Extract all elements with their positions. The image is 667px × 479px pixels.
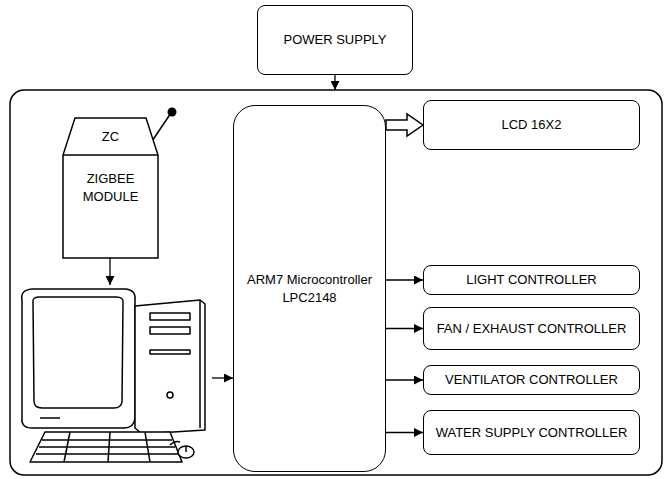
box-label: LCD 16X2 — [502, 116, 562, 134]
control-arrow — [386, 379, 423, 380]
control-arrow — [386, 328, 423, 329]
box-label: VENTILATOR CONTROLLER — [445, 371, 618, 389]
controller-box: VENTILATOR CONTROLLER — [423, 365, 640, 395]
system-enclosure — [10, 90, 662, 475]
power-supply-box: POWER SUPPLY — [257, 5, 413, 75]
box-label: FAN / EXHAUST CONTROLLER — [437, 320, 627, 338]
controller-box: LIGHT CONTROLLER — [423, 265, 640, 295]
microcontroller-box: ARM7 Microcontroller LPC2148 — [233, 105, 386, 472]
computer-illustration — [22, 289, 205, 462]
box-label: POWER SUPPLY — [283, 31, 386, 49]
controller-box: FAN / EXHAUST CONTROLLER — [423, 307, 640, 350]
zigbee-to-pc-arrow — [109, 258, 110, 285]
power-arrow — [334, 75, 335, 90]
lcd-box: LCD 16X2 — [423, 100, 640, 150]
box-label: WATER SUPPLY CONTROLLER — [436, 424, 628, 442]
box-label: ARM7 Microcontroller LPC2148 — [240, 271, 379, 306]
module-label: ZC — [102, 128, 119, 146]
module-label: ZIGBEE MODULE — [69, 170, 152, 205]
box-label: LIGHT CONTROLLER — [466, 271, 597, 289]
block-arrow — [386, 114, 423, 136]
control-arrow — [386, 432, 423, 433]
zigbee-module: ZC ZIGBEE MODULE — [63, 118, 158, 258]
pc-to-mcu-arrow — [212, 377, 233, 378]
control-arrow — [386, 279, 423, 280]
controller-box: WATER SUPPLY CONTROLLER — [423, 410, 640, 455]
